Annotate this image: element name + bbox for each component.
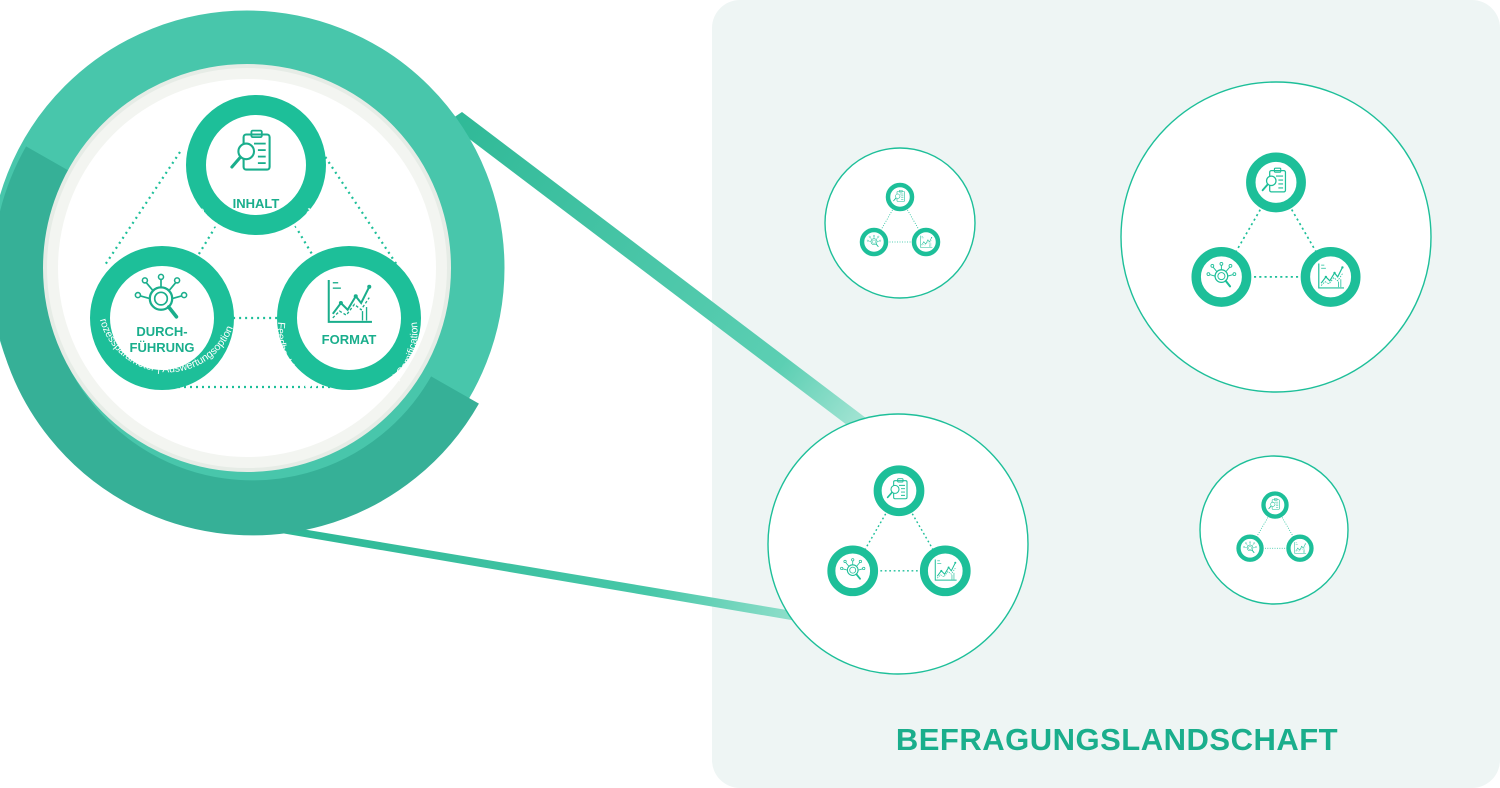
format-title: FORMAT (322, 332, 377, 347)
landscape-title: BEFRAGUNGSLANDSCHAFT (896, 722, 1338, 757)
cluster-top-right (1120, 81, 1432, 393)
zoom-beam-bottom (200, 512, 838, 628)
node-inhalt: INHALT spezifisch | innovativ | relevant (186, 95, 326, 248)
inhalt-title: INHALT (233, 196, 280, 211)
node-format: FORMAT Feedbackformen | Befragungsdesign… (274, 246, 421, 405)
cluster-bottom-right (1199, 455, 1349, 605)
zoom-beam-top (447, 112, 895, 450)
zoom-triangle (104, 151, 398, 389)
durchfuehrung-title-line1: DURCH- (136, 324, 187, 339)
durchfuehrung-title-line2: FÜHRUNG (130, 340, 195, 355)
cluster-bottom-left (767, 413, 1029, 675)
cluster-top-left (824, 147, 976, 299)
